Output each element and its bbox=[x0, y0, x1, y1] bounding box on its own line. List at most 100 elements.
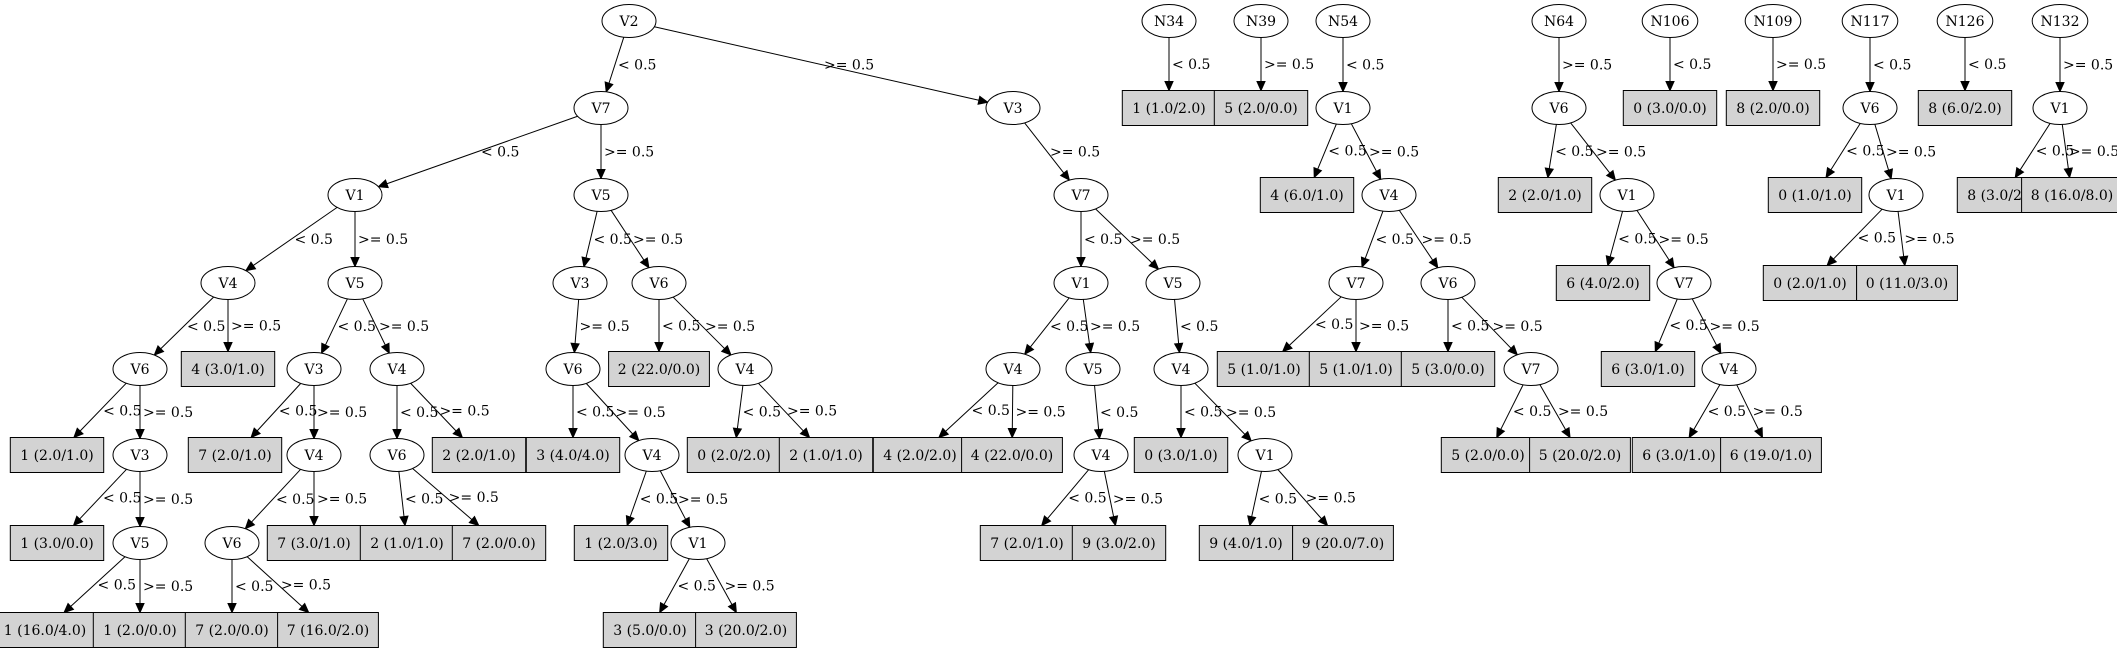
tree-edge: >= 0.5 bbox=[1103, 471, 1163, 527]
edge-label: < 0.5 bbox=[187, 319, 225, 335]
edge-line bbox=[70, 556, 126, 607]
split-node: V6 bbox=[204, 526, 260, 560]
node-ellipse bbox=[1599, 178, 1655, 212]
split-node: V1 bbox=[1868, 178, 1924, 212]
split-node: V1 bbox=[1237, 438, 1293, 472]
edge-arrowhead bbox=[1256, 81, 1266, 92]
leaf-label: 0 (3.0/0.0) bbox=[1633, 101, 1707, 117]
node-label: V4 bbox=[1378, 188, 1398, 204]
tree-edge: >= 0.5 bbox=[1636, 210, 1709, 269]
leaf-node: 4 (22.0/0.0) bbox=[961, 437, 1063, 473]
leaf-box bbox=[9, 437, 105, 473]
node-ellipse bbox=[1328, 266, 1384, 300]
split-node: V4 bbox=[1701, 352, 1757, 386]
node-label: V4 bbox=[1718, 362, 1738, 378]
leaf-label: 7 (2.0/1.0) bbox=[990, 536, 1064, 552]
tree-edge: < 0.5 bbox=[1076, 211, 1122, 268]
tree-edge: >= 0.5 bbox=[362, 298, 429, 355]
node-ellipse bbox=[1315, 91, 1371, 125]
leaf-box bbox=[359, 525, 455, 561]
split-node: V4 bbox=[286, 438, 342, 472]
edge-arrowhead bbox=[732, 427, 743, 439]
edge-arrowhead bbox=[135, 429, 145, 440]
edge-label: >= 0.5 bbox=[1493, 319, 1543, 335]
leaf-label: 6 (19.0/1.0) bbox=[1730, 448, 1812, 464]
node-ellipse bbox=[1420, 266, 1476, 300]
leaf-box bbox=[1529, 437, 1631, 473]
edge-label: < 0.5 bbox=[1669, 318, 1707, 334]
edge-arrowhead bbox=[321, 342, 330, 355]
node-label: N126 bbox=[1946, 14, 1985, 30]
edge-arrowhead bbox=[153, 344, 165, 356]
edge-arrowhead bbox=[399, 515, 409, 527]
edge-arrowhead bbox=[1883, 168, 1893, 180]
node-ellipse bbox=[112, 526, 168, 560]
tree-edge: < 0.5 bbox=[63, 556, 136, 614]
leaf-label: 2 (2.0/1.0) bbox=[442, 448, 516, 464]
split-node: V7 bbox=[573, 91, 629, 125]
edge-arrowhead bbox=[1007, 427, 1018, 439]
node-label: V6 bbox=[562, 362, 582, 378]
edge-line bbox=[1461, 296, 1512, 349]
edge-arrowhead bbox=[1865, 82, 1875, 93]
tree-edge: < 0.5 bbox=[1688, 384, 1746, 439]
split-node: N34 bbox=[1141, 4, 1197, 38]
edge-arrowhead bbox=[1496, 426, 1506, 439]
edge-label: < 0.5 bbox=[1673, 57, 1711, 73]
node-label: V1 bbox=[344, 188, 364, 204]
edge-label: < 0.5 bbox=[103, 403, 141, 419]
split-node: V7 bbox=[1053, 178, 1109, 212]
edge-arrowhead bbox=[1360, 256, 1370, 269]
split-node: V6 bbox=[1420, 266, 1476, 300]
tree-edge: >= 0.5 bbox=[309, 471, 367, 527]
edge-label: < 0.5 bbox=[1180, 319, 1218, 335]
split-node: V6 bbox=[1531, 91, 1587, 125]
node-label: V3 bbox=[569, 276, 589, 292]
leaf-node: 4 (2.0/2.0) bbox=[872, 437, 968, 473]
node-label: V4 bbox=[386, 362, 406, 378]
leaf-box bbox=[695, 612, 797, 648]
edge-line bbox=[412, 468, 473, 520]
leaf-box bbox=[1497, 177, 1593, 213]
split-node: N109 bbox=[1744, 4, 1802, 38]
node-label: N132 bbox=[2041, 14, 2080, 30]
node-label: N106 bbox=[1651, 14, 1690, 30]
leaf-label: 0 (2.0/2.0) bbox=[697, 448, 771, 464]
leaf-node: 9 (3.0/2.0) bbox=[1071, 525, 1167, 561]
edge-line bbox=[1174, 299, 1180, 344]
edge-arrowhead bbox=[1241, 430, 1253, 442]
edge-line bbox=[1830, 123, 1861, 171]
split-node: N132 bbox=[2031, 4, 2089, 38]
leaf-node: 8 (2.0/0.0) bbox=[1725, 90, 1821, 126]
leaf-label: 6 (3.0/1.0) bbox=[1642, 448, 1716, 464]
node-ellipse bbox=[2032, 91, 2088, 125]
leaf-label: 7 (16.0/2.0) bbox=[287, 623, 369, 639]
leaf-box bbox=[1555, 265, 1651, 301]
tree-edge: >= 0.5 bbox=[135, 559, 193, 614]
leaf-node: 1 (2.0/1.0) bbox=[9, 437, 105, 473]
tree-edge: >= 0.5 bbox=[758, 382, 837, 439]
leaf-node: 0 (2.0/2.0) bbox=[686, 437, 782, 473]
tree-edge: < 0.5 bbox=[1825, 123, 1885, 179]
leaf-label: 3 (4.0/4.0) bbox=[536, 448, 610, 464]
split-node: V5 bbox=[327, 266, 383, 300]
node-ellipse bbox=[985, 352, 1041, 386]
edge-label: >= 0.5 bbox=[2069, 144, 2117, 160]
node-ellipse bbox=[112, 352, 168, 386]
edge-label: >= 0.5 bbox=[678, 492, 728, 508]
leaf-node: 2 (2.0/1.0) bbox=[431, 437, 527, 473]
leaf-node: 2 (1.0/1.0) bbox=[778, 437, 874, 473]
split-node: V6 bbox=[631, 266, 687, 300]
edge-line bbox=[1500, 384, 1524, 430]
edge-arrowhead bbox=[681, 516, 691, 529]
leaf-box bbox=[431, 437, 527, 473]
edge-label: < 0.5 bbox=[1513, 404, 1551, 420]
edge-line bbox=[672, 296, 725, 349]
node-label: V6 bbox=[386, 448, 406, 464]
tree-edge: >= 0.5 bbox=[706, 558, 775, 614]
edge-arrowhead bbox=[350, 257, 360, 268]
edge-label: >= 0.5 bbox=[787, 403, 837, 419]
node-ellipse bbox=[1145, 266, 1201, 300]
leaf-box bbox=[1292, 525, 1394, 561]
